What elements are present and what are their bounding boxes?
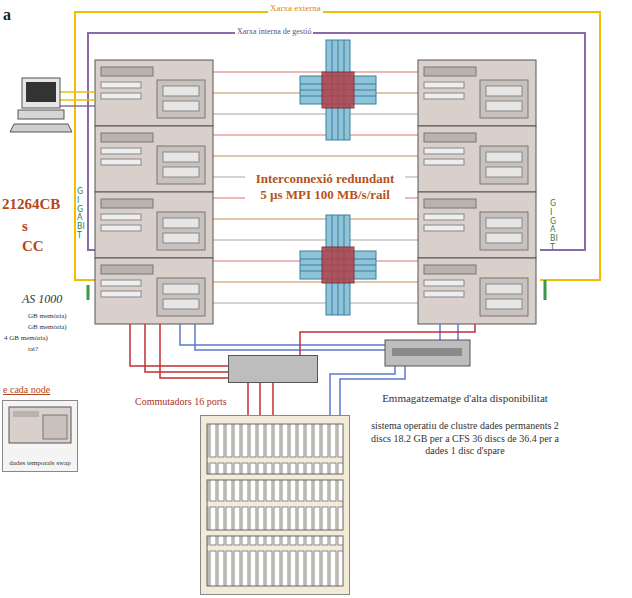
cpu-label: CC [22,238,44,255]
cpu-label: 21264CB [2,196,60,213]
storage-details: sistema operatiu de clustre dades perman… [367,420,563,458]
interconnect-link [213,281,418,283]
server-unit [3,401,77,449]
node-disk-heading: e cada node [3,384,50,395]
title-fragment: a [3,6,11,24]
switch-label: Commutadors 16 ports [135,396,227,407]
console-pc [10,78,95,132]
interconnect-link [213,113,418,115]
fc-link [272,383,274,415]
storage-heading: Emmagatzematge d'alta disponibilitat [359,392,571,405]
disk-shelf [207,424,343,474]
interconnect-link [213,218,418,220]
cpu-label: s [22,218,28,235]
model-label: AS 1000 [22,292,62,307]
server-rack [418,60,536,324]
network-label: Xarxa externa [268,3,323,13]
node-disk-text: dades temporals swap [5,460,75,468]
fc-switch: Commutadors 16 ports [228,355,318,383]
memory-label: 4 GB memòria) [4,334,48,342]
interconnect-link [213,302,418,304]
interconnect-link [213,134,418,136]
server-rack [95,60,213,324]
interconnect-link [213,71,418,73]
interconnect-link [213,239,418,241]
interconnect-text: Interconnexió redundant 5 µs MPI 100 MB/… [253,171,397,202]
network-label: Xarxa interna de gestió [235,27,313,36]
gigabit-label: GIGABIT [550,200,558,253]
gigabit-port [88,280,545,300]
gigabit-label: GIGABIT [77,188,85,241]
interconnect-box: Interconnexió redundant 5 µs MPI 100 MB/… [245,165,405,208]
disk-shelf [207,536,343,586]
disk-shelves [201,416,349,594]
crossbar-switch [300,215,376,315]
node-disk-box: e cada nodedades temporals swap [2,400,78,472]
storage-array: Emmagatzematge d'alta disponibilitatsist… [200,415,350,595]
memory-label: tat? [28,345,38,353]
disk-shelf [207,480,343,530]
memory-label: GB memòria) [28,323,67,331]
memory-label: GB memòria) [28,312,67,320]
crossbar-switch [300,40,376,140]
fc-switch [385,340,470,366]
interconnect-link [213,155,418,157]
